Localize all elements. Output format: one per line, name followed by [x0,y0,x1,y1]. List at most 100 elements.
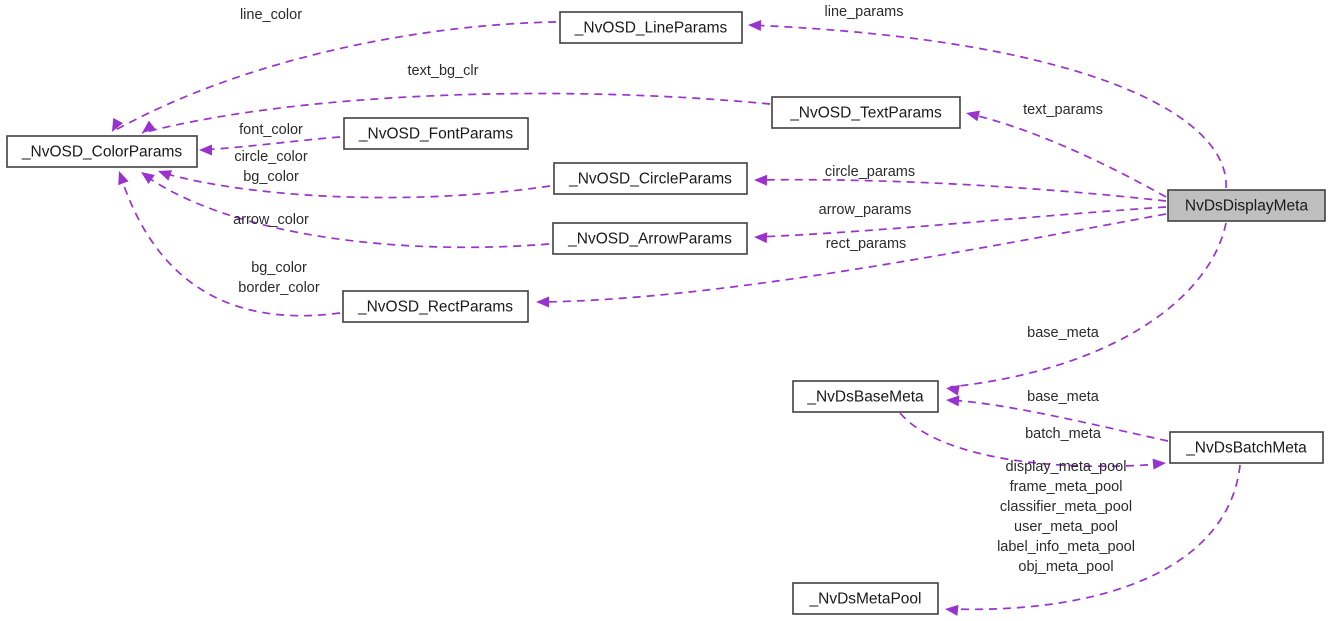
node-color_params[interactable]: _NvOSD_ColorParams [6,135,198,168]
edge-label-e-arrow-params: arrow_params [819,202,912,218]
edge-label-e-arrow-color: arrow_color [233,212,309,228]
edge-label-e-text-params: text_params [1023,102,1103,118]
node-label: _NvOSD_CircleParams [568,171,732,188]
node-box[interactable] [342,290,529,323]
edge-e-circle-bg-color [158,170,551,199]
edge-label-line: label_info_meta_pool [997,539,1135,555]
arrowhead-icon [141,172,155,184]
node-box[interactable] [771,96,961,129]
edge-label-e-font-color: font_color [239,122,303,138]
edge-e-arrow-color [141,172,550,249]
edge-label-line: frame_meta_pool [1010,479,1123,495]
node-display_meta[interactable]: NvDsDisplayMeta [1167,189,1326,222]
arrowhead-icon [112,117,123,132]
edge-line [756,206,1167,238]
node-label: _NvOSD_LineParams [574,20,728,37]
edge-label-e-rect-params: rect_params [826,236,907,252]
node-box[interactable] [6,135,198,168]
edge-label-line: circle_color [234,149,307,165]
node-line_params[interactable]: _NvOSD_LineParams [559,11,743,44]
edge-label-e-base-meta-batch: base_meta [1027,389,1100,405]
node-label: _NvOSD_ColorParams [21,144,182,161]
edge-line [949,222,1227,388]
node-box[interactable] [792,380,939,413]
edge-label-line: border_color [238,280,320,296]
edge-label-e-circle-params: circle_params [825,164,915,180]
edge-label-line: classifier_meta_pool [1000,499,1132,515]
edge-label-line: obj_meta_pool [1018,559,1113,575]
edge-line [159,171,551,199]
edge-e-text-params [966,110,1167,198]
arrowhead-icon [118,171,129,186]
edge-label-e-line-params: line_params [825,4,904,20]
node-rect_params[interactable]: _NvOSD_RectParams [342,290,529,323]
edge-line [111,21,557,133]
node-circle_params[interactable]: _NvOSD_CircleParams [553,162,748,195]
edge-e-base-meta-batch [946,395,1169,442]
arrowhead-icon [1152,458,1166,470]
node-meta_pool[interactable]: _NvDsMetaPool [792,582,939,615]
edge-label-e-circle-bg-color: circle_color bg_color [234,149,307,185]
arrowhead-icon [748,19,762,31]
edge-line [949,399,1169,442]
arrowhead-icon [966,110,980,122]
edge-label-e-meta-pools: display_meta_pool frame_meta_pool classifi… [997,459,1135,575]
node-box[interactable] [553,162,748,195]
arrowhead-icon [946,384,960,396]
node-label: _NvOSD_RectParams [357,299,513,316]
node-batch_meta[interactable]: _NvDsBatchMeta [1169,431,1324,464]
node-label: _NvOSD_TextParams [789,105,942,122]
edge-e-meta-pools [945,464,1241,616]
node-box[interactable] [552,222,748,255]
arrowhead-icon [158,170,173,181]
edge-e-base-meta-display [946,222,1227,396]
edge-labels-layer: line_color text_bg_clr font_color circle_co… [233,4,1135,575]
node-label: _NvOSD_FontParams [358,126,513,143]
edge-e-circle-params [754,174,1167,202]
edge-label-e-line-color: line_color [240,7,302,23]
nodes-layer: _NvOSD_ColorParams _NvOSD_LineParams _NvOS… [6,11,1326,615]
edge-e-line-color [111,21,557,133]
arrowhead-icon [945,604,959,616]
edge-e-font-color [199,136,341,156]
arrowhead-icon [754,232,768,244]
edge-line [756,178,1167,202]
node-label: _NvDsBaseMeta [806,389,924,406]
edge-label-line: user_meta_pool [1014,519,1118,535]
edge-line [969,113,1167,198]
node-box[interactable] [343,117,529,150]
node-label: _NvDsMetaPool [809,591,922,608]
node-text_params[interactable]: _NvOSD_TextParams [771,96,961,129]
node-base_meta[interactable]: _NvDsBaseMeta [792,380,939,413]
edge-e-rect-params [536,213,1167,308]
node-font_params[interactable]: _NvOSD_FontParams [343,117,529,150]
arrowhead-icon [199,144,212,156]
edge-line [142,173,550,249]
edge-line [899,412,1161,468]
arrowhead-icon [536,296,549,308]
node-box[interactable] [1169,431,1324,464]
node-arrow_params[interactable]: _NvOSD_ArrowParams [552,222,748,255]
edge-line [119,173,341,317]
edge-label-e-batch-meta: batch_meta [1025,426,1102,442]
node-box[interactable] [1167,189,1326,222]
edge-label-line: display_meta_pool [1006,459,1127,475]
node-label: _NvDsBatchMeta [1185,440,1307,457]
node-box[interactable] [792,582,939,615]
arrowhead-icon [946,395,960,407]
edge-e-batch-meta [899,412,1166,470]
edge-line [141,92,771,134]
edge-e-text-bg-clr [141,92,771,134]
arrowhead-icon [142,120,156,133]
node-box[interactable] [559,11,743,44]
edge-label-e-text-bg-clr: text_bg_clr [408,63,479,79]
edge-line [539,213,1167,303]
edges-layer [111,19,1241,616]
node-label: _NvOSD_ArrowParams [567,231,732,248]
edge-label-line: bg_color [243,169,299,185]
edge-e-bg-border-color [118,171,341,317]
edge-line [749,24,1227,189]
edge-e-arrow-params [754,206,1167,244]
